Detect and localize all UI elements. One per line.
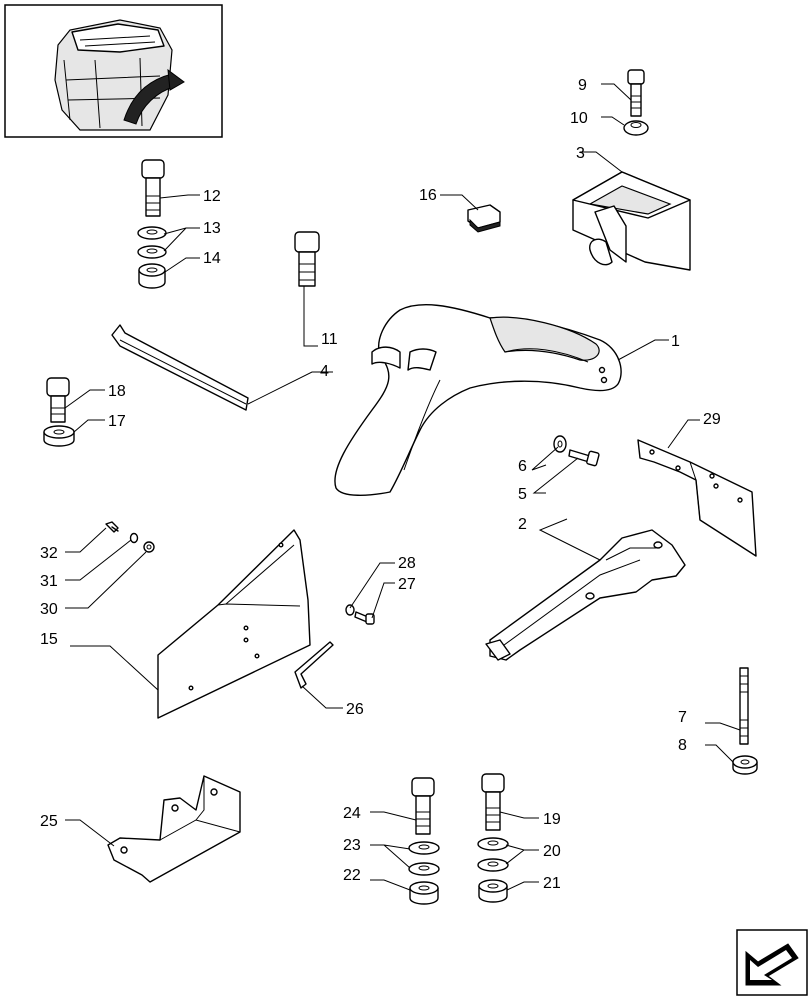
part-14-nut <box>138 263 166 289</box>
callout-5: 5 <box>518 486 527 503</box>
callout-12: 12 <box>203 188 221 205</box>
callout-28: 28 <box>398 555 416 572</box>
callout-26: 26 <box>346 701 364 718</box>
callout-4: 4 <box>320 363 329 380</box>
callout-6: 6 <box>518 458 527 475</box>
part-12-bolt <box>141 159 165 217</box>
part-5-bolt <box>568 449 600 467</box>
leader-lines <box>64 83 741 891</box>
part-16-plug <box>467 204 501 233</box>
callout-3: 3 <box>576 145 585 162</box>
part-30-nut <box>143 541 155 553</box>
callout-22: 22 <box>343 867 361 884</box>
part-10-washer <box>623 120 649 136</box>
callout-1: 1 <box>671 333 680 350</box>
callout-15: 15 <box>40 631 58 648</box>
part-15-mudflap <box>157 529 311 719</box>
callout-labels: 1 2 3 4 5 6 7 8 9 10 11 12 13 14 15 16 1… <box>40 77 721 892</box>
next-page-arrow-icon[interactable] <box>736 929 808 996</box>
part-20-washers <box>477 837 509 872</box>
callout-16: 16 <box>419 187 437 204</box>
part-22-nut <box>409 881 439 905</box>
callout-24: 24 <box>343 805 361 822</box>
callout-20: 20 <box>543 843 561 860</box>
part-26-pin <box>294 641 334 689</box>
part-13-washers <box>137 226 167 259</box>
part-17-washer <box>43 425 75 447</box>
part-8-nut <box>732 755 758 775</box>
part-4-strap <box>111 324 249 411</box>
part-2-bracket <box>485 529 686 661</box>
callout-29: 29 <box>703 411 721 428</box>
part-29-plate <box>637 439 757 557</box>
part-24-bolt <box>411 777 435 835</box>
part-3-bracket <box>572 171 691 271</box>
callout-23: 23 <box>343 837 361 854</box>
callout-14: 14 <box>203 250 221 267</box>
part-25-bracket <box>107 775 241 883</box>
tractor-cab-thumbnail-icon <box>4 4 223 138</box>
part-19-bolt <box>481 773 505 831</box>
callout-21: 21 <box>543 875 561 892</box>
callout-2: 2 <box>518 516 527 533</box>
part-18-bolt <box>46 377 70 423</box>
part-23-washers <box>408 841 440 876</box>
part-32-screw <box>105 521 119 533</box>
callout-17: 17 <box>108 413 126 430</box>
part-27-bolt <box>354 611 375 625</box>
callout-31: 31 <box>40 573 58 590</box>
callout-18: 18 <box>108 383 126 400</box>
callout-30: 30 <box>40 601 58 618</box>
callout-19: 19 <box>543 811 561 828</box>
callout-9: 9 <box>578 77 587 94</box>
callout-11: 11 <box>321 331 338 348</box>
part-7-stud <box>739 667 749 745</box>
part-31-washer <box>129 532 139 544</box>
callout-7: 7 <box>678 709 687 726</box>
callout-8: 8 <box>678 737 687 754</box>
part-21-nut <box>478 879 508 903</box>
part-28-washer <box>345 604 355 616</box>
callout-10: 10 <box>570 110 588 127</box>
callout-13: 13 <box>203 220 221 237</box>
callout-32: 32 <box>40 545 58 562</box>
part-11-bolt <box>294 231 320 287</box>
part-1-fender <box>334 304 622 496</box>
callout-25: 25 <box>40 813 58 830</box>
part-9-bolt <box>627 69 645 117</box>
callout-27: 27 <box>398 576 416 593</box>
